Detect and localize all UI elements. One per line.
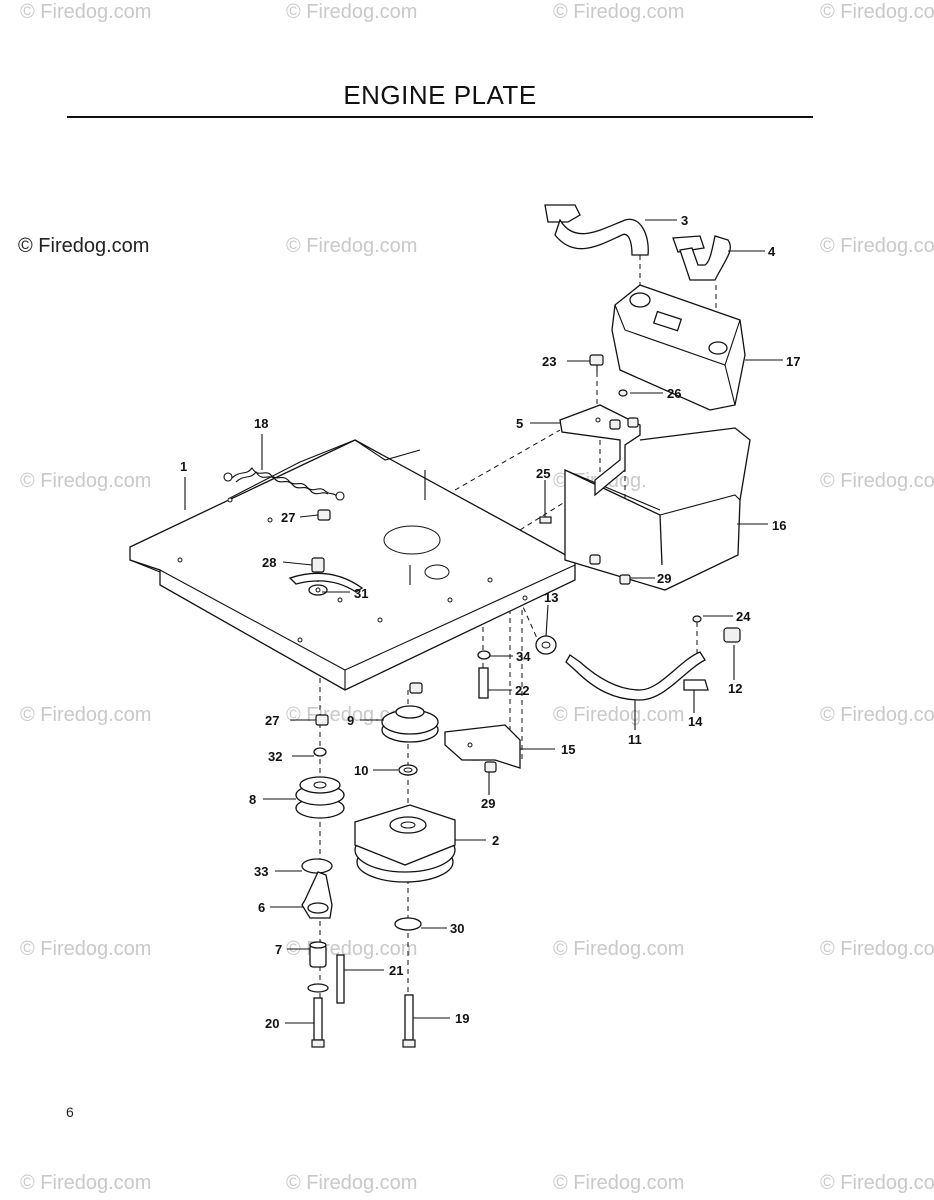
watermark: © Firedog.com bbox=[820, 235, 934, 257]
watermark: © Firedog.com bbox=[286, 1, 418, 23]
part-2-clutch bbox=[354, 804, 456, 883]
part-25-bolt bbox=[539, 505, 552, 524]
callout-19: 19 bbox=[455, 1011, 469, 1026]
part-24-bolt bbox=[692, 615, 702, 623]
callout-23: 23 bbox=[542, 354, 556, 369]
watermark: © Firedog.com bbox=[553, 1172, 685, 1194]
callout-21: 21 bbox=[389, 963, 403, 978]
part-13-fitting bbox=[535, 635, 557, 655]
part-27-nut bbox=[315, 509, 331, 726]
watermark: © Firedog.com bbox=[20, 470, 152, 492]
callout-6: 6 bbox=[258, 900, 265, 915]
callout-11: 11 bbox=[628, 732, 642, 747]
callout-31: 31 bbox=[354, 586, 368, 601]
callout-18: 18 bbox=[254, 416, 268, 431]
part-16-heat-shield bbox=[564, 427, 751, 591]
callout-2: 2 bbox=[492, 833, 499, 848]
callout-4: 4 bbox=[768, 244, 776, 259]
callout-20: 20 bbox=[265, 1016, 279, 1031]
part-11-fuel-line bbox=[565, 651, 706, 701]
part-7-bushing bbox=[307, 941, 329, 993]
watermark: © Firedog.com bbox=[820, 938, 934, 960]
callout-27b: 27 bbox=[265, 713, 279, 728]
callout-22: 22 bbox=[515, 683, 529, 698]
watermark: © Firedog.com bbox=[286, 235, 418, 257]
callout-5: 5 bbox=[516, 416, 523, 431]
watermark: © Firedog.com bbox=[820, 470, 934, 492]
callout-15: 15 bbox=[561, 742, 575, 757]
part-4-exhaust-pipe bbox=[672, 235, 731, 281]
callout-30: 30 bbox=[450, 921, 464, 936]
callout-24: 24 bbox=[736, 609, 751, 624]
part-17-muffler bbox=[611, 284, 746, 411]
watermark: © Firedog.com bbox=[20, 938, 152, 960]
callout-29: 29 bbox=[657, 571, 671, 586]
part-15-bracket bbox=[444, 724, 521, 769]
watermark: © Firedog.com bbox=[553, 938, 685, 960]
page-title: ENGINE PLATE bbox=[343, 80, 537, 110]
callout-29b: 29 bbox=[481, 796, 495, 811]
watermark: © Firedog.com bbox=[286, 1172, 418, 1194]
part-22-spacer bbox=[478, 667, 489, 699]
callout-labels: 1 2 3 4 5 6 7 8 9 10 11 12 13 14 15 16 1… bbox=[180, 213, 800, 1031]
callout-34: 34 bbox=[516, 649, 531, 664]
callout-17: 17 bbox=[786, 354, 800, 369]
part-8-idler-pulley bbox=[295, 776, 345, 819]
leader-lines bbox=[184, 219, 783, 1024]
watermark: © Firedog.com bbox=[820, 704, 934, 726]
callout-9: 9 bbox=[347, 713, 354, 728]
part-21-bolt bbox=[336, 954, 345, 1004]
part-20-bolt bbox=[311, 997, 325, 1048]
callout-8: 8 bbox=[249, 792, 256, 807]
callout-26: 26 bbox=[667, 386, 681, 401]
watermark: © Firedog.com bbox=[20, 1, 152, 23]
part-26-bolt bbox=[618, 389, 628, 397]
part-9-pulley bbox=[381, 705, 439, 743]
part-32-washer bbox=[313, 747, 327, 757]
callout-16: 16 bbox=[772, 518, 786, 533]
callout-1: 1 bbox=[180, 459, 187, 474]
watermark: © Firedog.com bbox=[553, 704, 685, 726]
callout-10: 10 bbox=[354, 763, 368, 778]
callout-27: 27 bbox=[281, 510, 295, 525]
watermark: © Firedog.com bbox=[820, 1, 934, 23]
part-14-clamp bbox=[683, 679, 709, 691]
part-10-washer bbox=[398, 764, 418, 776]
part-19-bolt bbox=[402, 994, 416, 1048]
part-30-washer bbox=[394, 917, 422, 931]
callout-12: 12 bbox=[728, 681, 742, 696]
watermark-brand: © Firedog.com bbox=[18, 235, 150, 257]
page-number: 6 bbox=[66, 1104, 74, 1120]
part-12-nut bbox=[723, 627, 741, 643]
callout-3: 3 bbox=[681, 213, 688, 228]
watermark: © Firedog.com bbox=[553, 1, 685, 23]
callout-28: 28 bbox=[262, 555, 276, 570]
part-34-washer bbox=[477, 650, 491, 660]
callout-14: 14 bbox=[688, 714, 703, 729]
callout-7: 7 bbox=[275, 942, 282, 957]
watermark: © Firedog.com bbox=[20, 704, 152, 726]
callout-13: 13 bbox=[544, 590, 558, 605]
part-3-exhaust-pipe bbox=[544, 204, 649, 256]
callout-33: 33 bbox=[254, 864, 268, 879]
part-23-bolt bbox=[589, 354, 604, 372]
callout-25: 25 bbox=[536, 466, 550, 481]
part-18-spring bbox=[223, 467, 345, 501]
title-divider bbox=[67, 116, 813, 118]
watermark: © Firedog.com bbox=[820, 1172, 934, 1194]
part-33-washer bbox=[301, 858, 333, 874]
callout-32: 32 bbox=[268, 749, 282, 764]
watermark: © Firedog.com bbox=[20, 1172, 152, 1194]
part-6-idler-arm bbox=[301, 871, 333, 919]
part-1-engine-plate bbox=[129, 439, 576, 691]
